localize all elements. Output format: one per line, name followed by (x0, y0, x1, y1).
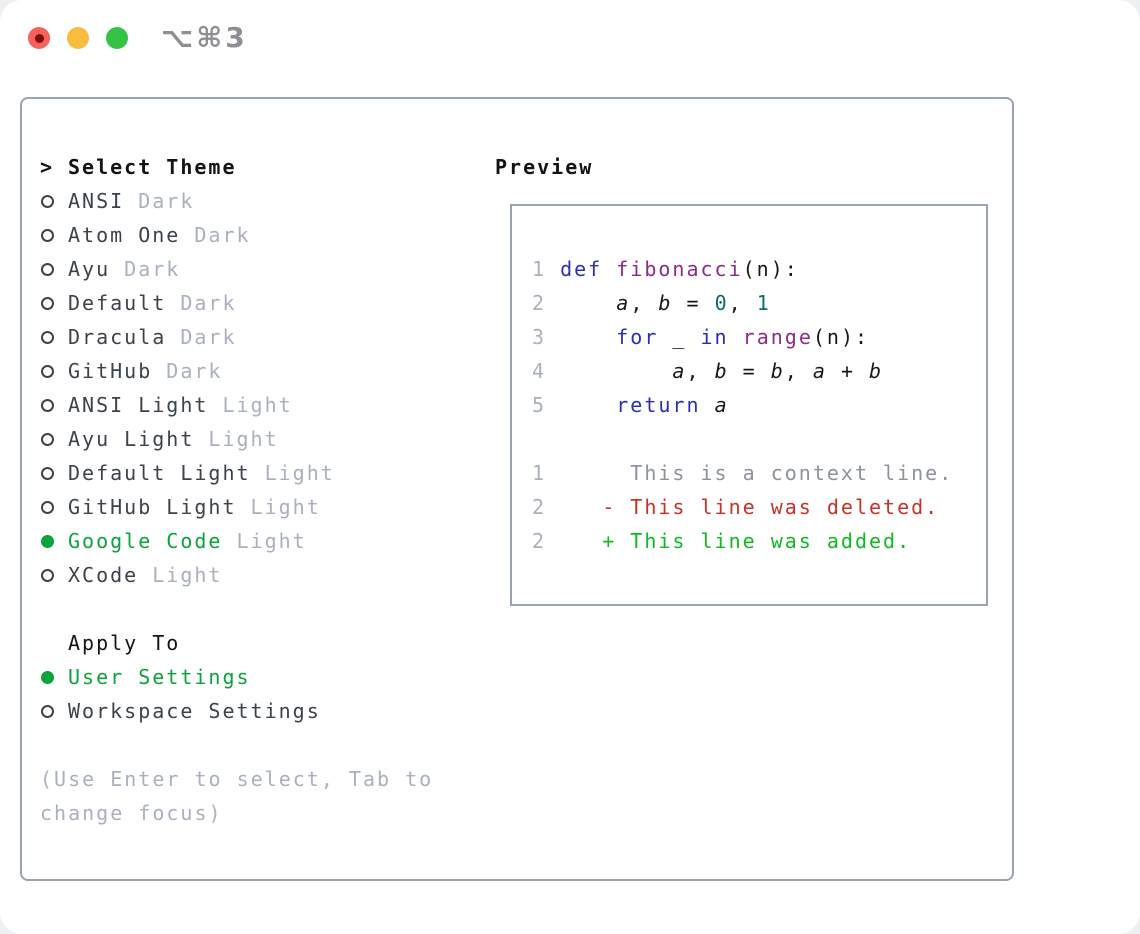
radio-icon (40, 432, 68, 446)
apply-to-header: Apply To (40, 626, 480, 660)
hint-line-1: (Use Enter to select, Tab to (40, 767, 434, 791)
keyboard-shortcut-label: ⌥⌘3 (161, 21, 248, 54)
code-preview: 1 def fibonacci(n): 2 a, b = 0, 1 3 for _ … (532, 252, 986, 558)
apply-to-title: Apply To (68, 631, 181, 655)
theme-option-label: XCode (68, 563, 139, 587)
radio-selected-icon (40, 670, 68, 684)
apply-option-label: Workspace Settings (68, 699, 321, 723)
theme-option-ansi[interactable]: ANSI Dark (40, 184, 480, 218)
code-line: 5 return a (532, 393, 729, 417)
theme-option-ayu-light[interactable]: Ayu Light Light (40, 422, 480, 456)
code-line: 2 + This line was added. (532, 529, 912, 553)
theme-option-default[interactable]: Default Dark (40, 286, 480, 320)
theme-option-github[interactable]: GitHub Dark (40, 354, 480, 388)
radio-icon (40, 228, 68, 242)
select-theme-title: Select Theme (68, 155, 237, 179)
spacer (40, 592, 480, 626)
radio-icon (40, 296, 68, 310)
code-line (532, 422, 986, 456)
select-theme-header: > Select Theme (40, 150, 480, 184)
close-button-dot-icon (34, 33, 44, 43)
apply-option-user-settings[interactable]: User Settings (40, 660, 480, 694)
maximize-button[interactable] (106, 27, 128, 49)
theme-option-label: Default Light (68, 461, 251, 485)
apply-option-workspace-settings[interactable]: Workspace Settings (40, 694, 480, 728)
theme-option-default-light[interactable]: Default Light Light (40, 456, 480, 490)
cursor-arrow-icon: > (40, 155, 55, 179)
theme-option-label: Dracula (68, 325, 167, 349)
radio-icon (40, 398, 68, 412)
preview-title: Preview (495, 155, 594, 179)
theme-variant-label: Dark (152, 359, 223, 383)
theme-variant-label: Dark (180, 223, 251, 247)
radio-icon (40, 500, 68, 514)
radio-icon (40, 194, 68, 208)
radio-icon (40, 704, 68, 718)
code-line: 1 def fibonacci(n): (532, 257, 799, 281)
theme-option-label: Default (68, 291, 167, 315)
theme-variant-label: Light (194, 427, 279, 451)
spacer (40, 728, 480, 762)
apply-option-label: User Settings (68, 665, 251, 689)
code-line: 3 for _ in range(n): (532, 325, 870, 349)
radio-icon (40, 466, 68, 480)
code-line: 1 This is a context line. (532, 461, 954, 485)
close-button[interactable] (28, 27, 50, 49)
code-line: 4 a, b = b, a + b (532, 359, 884, 383)
theme-variant-label: Dark (124, 189, 195, 213)
hint-text: (Use Enter to select, Tab to change focu… (40, 762, 480, 830)
radio-icon (40, 568, 68, 582)
theme-option-github-light[interactable]: GitHub Light Light (40, 490, 480, 524)
theme-option-ansi-light[interactable]: ANSI Light Light (40, 388, 480, 422)
theme-option-label: ANSI Light (68, 393, 209, 417)
theme-option-ayu[interactable]: Ayu Dark (40, 252, 480, 286)
theme-option-xcode[interactable]: XCode Light (40, 558, 480, 592)
theme-variant-label: Dark (166, 325, 237, 349)
theme-option-atom-one[interactable]: Atom One Dark (40, 218, 480, 252)
theme-variant-label: Dark (110, 257, 181, 281)
theme-option-label: Ayu Light (68, 427, 195, 451)
theme-option-google-code[interactable]: Google Code Light (40, 524, 480, 558)
theme-variant-label: Light (250, 461, 335, 485)
theme-variant-label: Light (236, 495, 321, 519)
titlebar: ⌥⌘3 (0, 0, 1140, 75)
hint-line-2: change focus) (40, 801, 223, 825)
theme-variant-label: Light (208, 393, 293, 417)
theme-variant-label: Light (222, 529, 307, 553)
theme-option-dracula[interactable]: Dracula Dark (40, 320, 480, 354)
radio-icon (40, 330, 68, 344)
code-line: 2 a, b = 0, 1 (532, 291, 771, 315)
theme-variant-label: Light (138, 563, 223, 587)
theme-option-label: ANSI (68, 189, 125, 213)
code-line: 2 - This line was deleted. (532, 495, 940, 519)
theme-variant-label: Dark (166, 291, 237, 315)
radio-icon (40, 262, 68, 276)
radio-selected-icon (40, 534, 68, 548)
preview-box: 1 def fibonacci(n): 2 a, b = 0, 1 3 for _ … (510, 204, 988, 606)
theme-option-label: GitHub (68, 359, 153, 383)
minimize-button[interactable] (67, 27, 89, 49)
theme-option-label: Google Code (68, 529, 223, 553)
theme-option-label: Atom One (68, 223, 181, 247)
theme-option-label: Ayu (68, 257, 111, 281)
theme-option-label: GitHub Light (68, 495, 237, 519)
radio-icon (40, 364, 68, 378)
